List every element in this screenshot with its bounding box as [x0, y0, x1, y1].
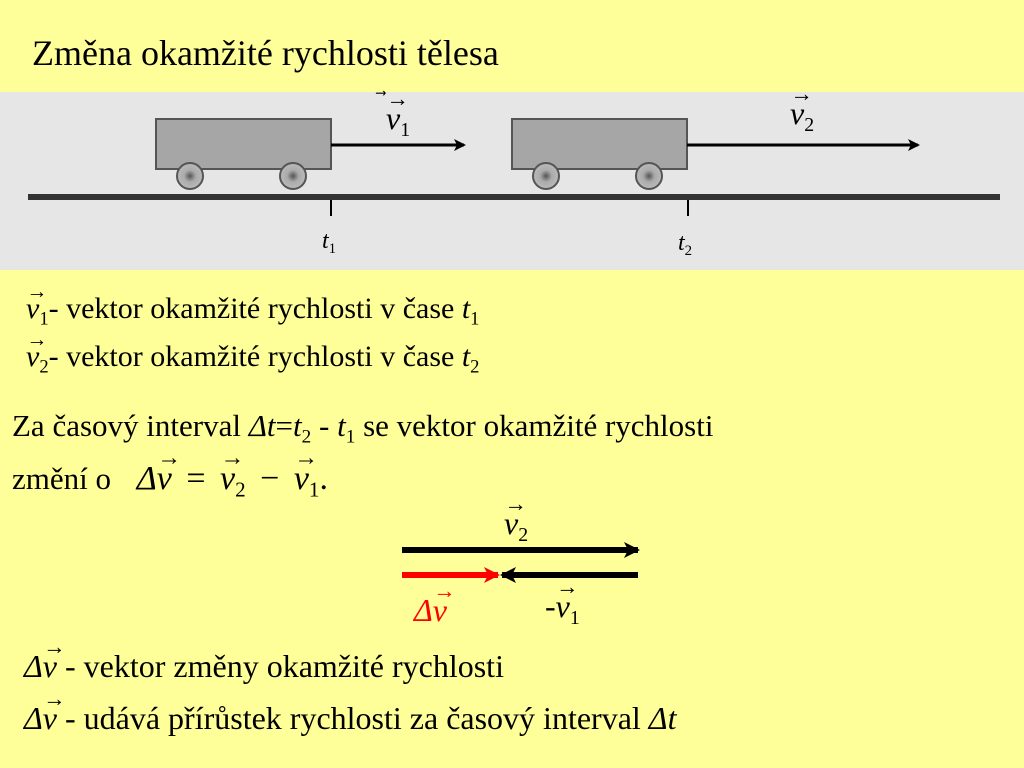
t2-label: t2	[678, 230, 693, 260]
page-title: Změna okamžité rychlosti tělesa	[32, 33, 499, 73]
cart-1	[155, 118, 466, 190]
cart-2	[511, 118, 920, 190]
diagram-delta-v-label: Δ→v	[414, 578, 456, 628]
delta-v-definition: Δ→v - vektor změny okamžité rychlosti	[24, 634, 504, 684]
interval-sentence: Za časový interval Δt=t2 - t1 se vektor …	[12, 408, 714, 448]
v1-label: ⃗→v1	[386, 86, 411, 141]
definition-v2: →v2- vektor okamžité rychlosti v čase t2	[26, 326, 480, 378]
v2-label: →v2	[790, 81, 815, 136]
vector-diagram	[402, 542, 640, 583]
carts-illustration	[28, 118, 1000, 216]
motion-scene	[0, 92, 1024, 270]
diagram-v2-label: →v2	[504, 491, 529, 546]
wheel	[279, 162, 307, 190]
wheel	[635, 162, 663, 190]
wheel	[176, 162, 204, 190]
interval-formula-line: změní o Δ→v = →v2 − →v1.	[12, 445, 328, 502]
t1-label: t1	[322, 228, 337, 258]
diagram-neg-v1-label: -→v1	[545, 574, 580, 629]
definition-v1: →v1- vektor okamžité rychlosti v čase t1	[26, 278, 480, 330]
delta-v-formula: Δ→v = →v2 − →v1.	[136, 445, 328, 502]
delta-v-meaning: Δ→v - udává přírůstek rychlosti za časov…	[24, 686, 677, 736]
wheel	[532, 162, 560, 190]
